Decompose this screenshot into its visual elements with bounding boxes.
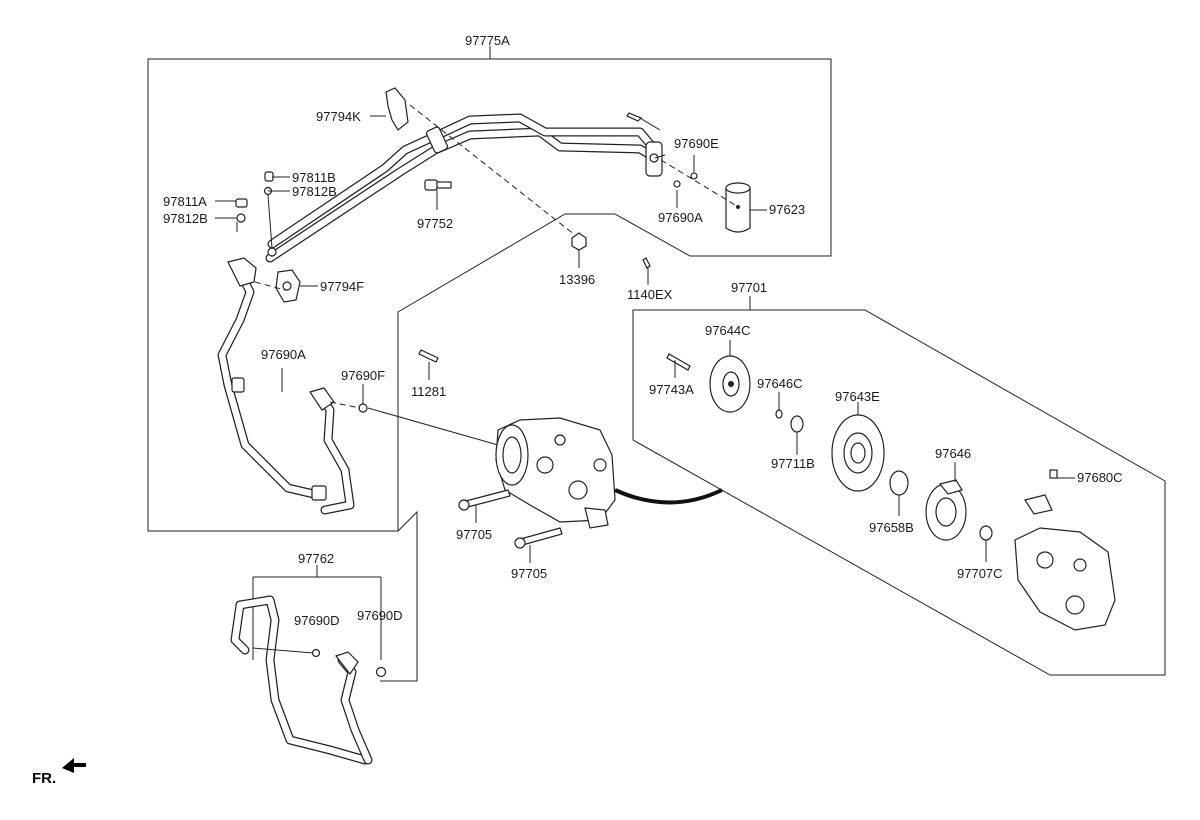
shim-97646C bbox=[775, 409, 783, 419]
label-97775A: 97775A bbox=[465, 33, 510, 48]
front-arrow-icon bbox=[62, 758, 86, 773]
label-97643E: 97643E bbox=[835, 389, 880, 404]
frame-97701 bbox=[632, 309, 1166, 676]
label-11281: 11281 bbox=[411, 384, 446, 399]
label-97812B: 97812B bbox=[292, 184, 337, 199]
label-97690E: 97690E bbox=[674, 136, 719, 151]
front-indicator: FR. bbox=[32, 758, 86, 787]
leader-lines bbox=[215, 115, 1075, 563]
clip-97794K bbox=[385, 87, 409, 131]
label-97690D-b: 97690D bbox=[357, 608, 403, 623]
label-97658B: 97658B bbox=[869, 520, 914, 535]
seal-97811A bbox=[235, 198, 248, 208]
seal-97811B bbox=[264, 171, 274, 182]
group-frames bbox=[147, 46, 1166, 682]
bracket-97680C bbox=[1024, 494, 1053, 515]
label-97743A: 97743A bbox=[649, 382, 694, 397]
label-97711B: 97711B bbox=[771, 456, 815, 471]
wire-harness bbox=[614, 488, 723, 505]
front-label: FR. bbox=[32, 770, 56, 787]
label-97623: 97623 bbox=[769, 202, 805, 217]
label-97812B-b: 97812B bbox=[163, 211, 208, 226]
labels: 97775A 97794K 97811B 97812B 97811A 97812… bbox=[163, 33, 1123, 628]
discharge-hose bbox=[230, 595, 387, 765]
label-1140EX: 1140EX bbox=[627, 287, 673, 302]
label-97701: 97701 bbox=[731, 280, 767, 295]
compressor-body bbox=[1014, 527, 1116, 631]
bolt-97743A bbox=[666, 353, 691, 371]
compressor bbox=[367, 407, 723, 549]
label-97705-a: 97705 bbox=[456, 527, 492, 542]
liquid-pipe-assembly bbox=[235, 87, 751, 363]
label-97705-b: 97705 bbox=[511, 566, 547, 581]
label-97690F: 97690F bbox=[341, 368, 385, 383]
bolt-11281 bbox=[418, 349, 439, 363]
label-13396: 13396 bbox=[559, 272, 595, 287]
seal-97707C bbox=[979, 525, 993, 541]
label-97646C: 97646C bbox=[757, 376, 803, 391]
connector-line bbox=[380, 510, 418, 682]
label-97752: 97752 bbox=[417, 216, 453, 231]
label-97707C: 97707C bbox=[957, 566, 1003, 581]
label-97690A-b: 97690A bbox=[261, 347, 306, 362]
label-97690D-a: 97690D bbox=[294, 613, 340, 628]
label-97794F: 97794F bbox=[320, 279, 364, 294]
snap-ring-97711B bbox=[790, 415, 804, 433]
suction-hose bbox=[217, 257, 368, 515]
label-97811A: 97811A bbox=[163, 194, 207, 209]
label-97762: 97762 bbox=[298, 551, 334, 566]
label-97794K: 97794K bbox=[316, 109, 361, 124]
clutch-parts bbox=[666, 353, 1116, 631]
oring-97690F bbox=[358, 403, 368, 413]
label-97680C: 97680C bbox=[1077, 470, 1123, 485]
label-97690A: 97690A bbox=[658, 210, 703, 225]
nut-13396 bbox=[571, 232, 587, 251]
frame-97775A bbox=[147, 58, 832, 532]
label-97644C: 97644C bbox=[705, 323, 751, 338]
label-97811B: 97811B bbox=[292, 170, 336, 185]
label-97646: 97646 bbox=[935, 446, 971, 461]
snap-ring-97658B bbox=[889, 470, 909, 496]
seal-97812B-b bbox=[236, 213, 246, 223]
